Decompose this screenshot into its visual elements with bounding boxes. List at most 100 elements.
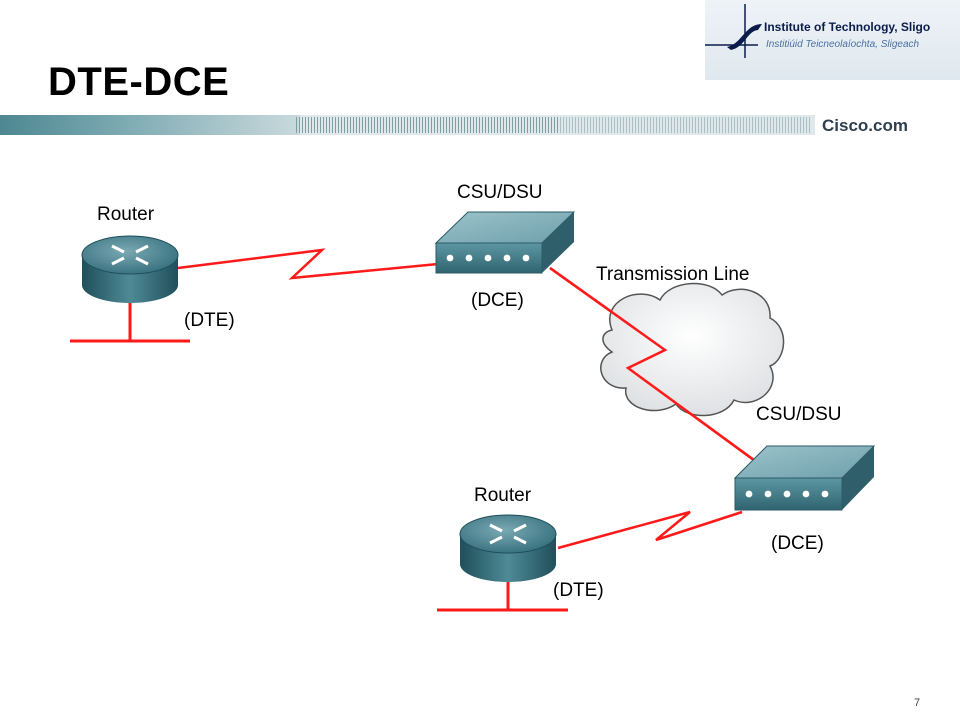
band-stripe (296, 117, 297, 133)
band-stripe (515, 117, 516, 133)
band-stripe (482, 117, 483, 133)
serial-link-dte-dce-2 (557, 510, 743, 550)
router-2-role: (DTE) (553, 580, 604, 601)
band-stripe (740, 117, 741, 133)
band-stripe (653, 117, 654, 133)
band-stripe (485, 117, 486, 133)
band-stripe (509, 117, 510, 133)
band-stripe (416, 117, 417, 133)
band-stripe (326, 117, 327, 133)
band-stripe (551, 117, 552, 133)
band-stripe (302, 117, 303, 133)
band-stripe (770, 117, 771, 133)
band-stripe (542, 117, 543, 133)
band-stripe (338, 117, 339, 133)
band-stripe (569, 117, 570, 133)
band-stripe (725, 117, 726, 133)
band-stripe (635, 117, 636, 133)
band-stripe (776, 117, 777, 133)
band-stripe (632, 117, 633, 133)
band-stripe (788, 117, 789, 133)
band-stripe (710, 117, 711, 133)
port-leds (745, 490, 829, 498)
band-stripe (494, 117, 495, 133)
band-stripe (533, 117, 534, 133)
band-stripe (665, 117, 666, 133)
band-stripe (383, 117, 384, 133)
csu-dsu-2-label: CSU/DSU (756, 404, 842, 425)
institute-irish-name: Institiúid Teicneolaíochta, Sligeach (766, 39, 920, 50)
band-stripe (785, 117, 786, 133)
band-stripe (701, 117, 702, 133)
band-stripe (671, 117, 672, 133)
band-stripe (452, 117, 453, 133)
csu-dsu-2 (733, 445, 876, 511)
band-stripe (488, 117, 489, 133)
band-stripe (587, 117, 588, 133)
lan-segment-1 (70, 300, 190, 343)
band-stripe (620, 117, 621, 133)
band-stripe (395, 117, 396, 133)
band-stripe (686, 117, 687, 133)
band-stripe (308, 117, 309, 133)
band-stripe (461, 117, 462, 133)
band-stripe (578, 117, 579, 133)
band-stripe (668, 117, 669, 133)
csu-dsu-2-role: (DCE) (771, 533, 824, 554)
band-stripe (350, 117, 351, 133)
band-stripe (392, 117, 393, 133)
band-stripe (365, 117, 366, 133)
band-stripe (446, 117, 447, 133)
transmission-line-label: Transmission Line (596, 264, 750, 285)
band-stripe (437, 117, 438, 133)
transmission-cloud (549, 266, 785, 468)
band-stripe (305, 117, 306, 133)
band-stripe (626, 117, 627, 133)
band-stripe (449, 117, 450, 133)
router-arrows-icon (111, 244, 149, 266)
serial-link-dte-dce-1 (177, 248, 439, 280)
band-stripe (443, 117, 444, 133)
band-stripe (530, 117, 531, 133)
csu-dsu-1 (434, 211, 576, 274)
band-stripe (458, 117, 459, 133)
band-stripe (545, 117, 546, 133)
band-stripe (758, 117, 759, 133)
band-stripe (809, 117, 810, 133)
band-stripe (464, 117, 465, 133)
band-stripe (572, 117, 573, 133)
band-stripe (359, 117, 360, 133)
band-stripe (593, 117, 594, 133)
router-1 (81, 235, 179, 303)
band-stripe (755, 117, 756, 133)
band-stripe (683, 117, 684, 133)
band-stripe (557, 117, 558, 133)
band-stripe (374, 117, 375, 133)
band-stripe (563, 117, 564, 133)
band-stripe (371, 117, 372, 133)
band-stripe (503, 117, 504, 133)
band-stripe (797, 117, 798, 133)
band-stripe (638, 117, 639, 133)
band-stripe (362, 117, 363, 133)
band-stripe (386, 117, 387, 133)
band-stripe (455, 117, 456, 133)
band-stripe (380, 117, 381, 133)
band-stripe (692, 117, 693, 133)
band-stripe (506, 117, 507, 133)
band-stripe (476, 117, 477, 133)
band-stripe (473, 117, 474, 133)
band-stripe (491, 117, 492, 133)
band-stripe (662, 117, 663, 133)
band-stripe (470, 117, 471, 133)
band-stripe (353, 117, 354, 133)
band-stripe (539, 117, 540, 133)
band-stripe (695, 117, 696, 133)
band-stripe (731, 117, 732, 133)
band-stripe (347, 117, 348, 133)
page-number: 7 (914, 697, 921, 709)
band-stripe (752, 117, 753, 133)
band-stripe (440, 117, 441, 133)
band-stripe (779, 117, 780, 133)
